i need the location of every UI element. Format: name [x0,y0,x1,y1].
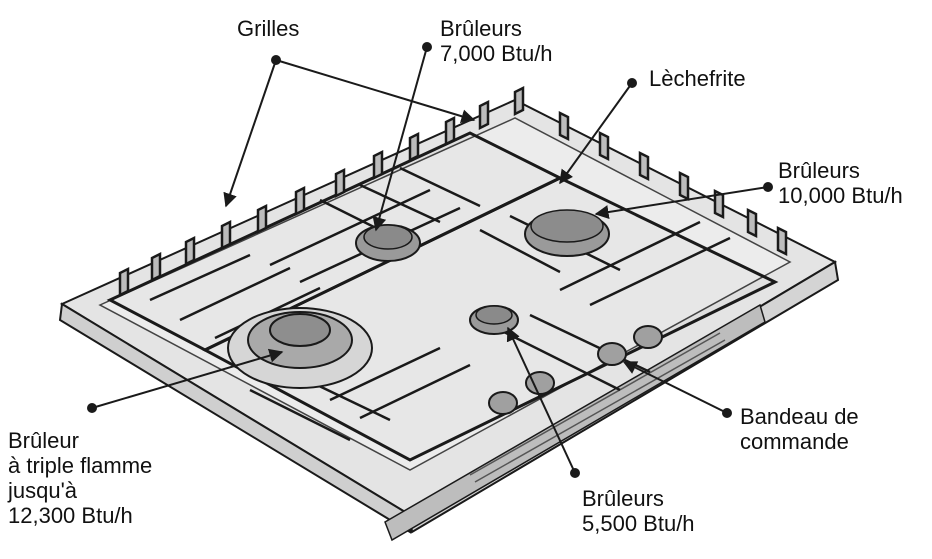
label-burner-5500: Brûleurs 5,500 Btu/h [582,486,695,536]
knob [597,342,627,366]
cooktop-underside [384,303,766,542]
label-burner-10000-line-2: 10,000 Btu/h [778,183,903,208]
leader-grilles-right [275,59,476,124]
knob [488,391,518,415]
label-lechefrite: Lèchefrite [649,66,746,91]
leader-triple-burner [91,348,284,409]
label-triple-line-2: à triple flamme [8,453,153,478]
knob [525,371,555,395]
label-burner-5500-line-1: Brûleurs [582,486,664,511]
label-triple-line-3: jusqu'à [8,478,78,503]
label-bandeau: Bandeau de commande [740,404,859,454]
leader-grilles-left [223,59,277,208]
leader-lines [91,46,769,474]
control-knobs [488,325,663,415]
label-triple-burner: Brûleur à triple flamme jusqu'à 12,300 B… [8,428,152,528]
label-burner-10000: Brûleurs 10,000 Btu/h [778,158,903,208]
cooktop-front-edge [58,302,411,534]
triple-burner-cap [269,313,331,347]
leader-bandeau [622,361,728,414]
label-grilles-text: Grilles [237,16,300,41]
grate-right [201,176,779,462]
label-burner-7000-line-2: 7,000 Btu/h [440,41,553,66]
leader-lechefrite [559,82,633,185]
leader-burner-7000 [372,46,428,232]
label-triple-line-1: Brûleur [8,428,79,453]
label-burner-5500-line-2: 5,500 Btu/h [582,511,695,536]
label-lechefrite-text: Lèchefrite [649,66,746,91]
label-triple-line-4: 12,300 Btu/h [8,503,133,528]
label-burner-7000: Brûleurs 7,000 Btu/h [440,16,553,66]
leader-burner-10000 [594,186,769,219]
burners [227,209,610,389]
knob [633,325,663,349]
label-burner-7000-line-1: Brûleurs [440,16,522,41]
leader-burner-5500 [506,326,576,474]
label-bandeau-line-2: commande [740,429,849,454]
label-bandeau-line-1: Bandeau de [740,404,859,429]
leader-dots [87,42,773,478]
label-burner-10000-line-1: Brûleurs [778,158,860,183]
label-grilles: Grilles [237,16,299,41]
grate-ribs [118,85,788,298]
